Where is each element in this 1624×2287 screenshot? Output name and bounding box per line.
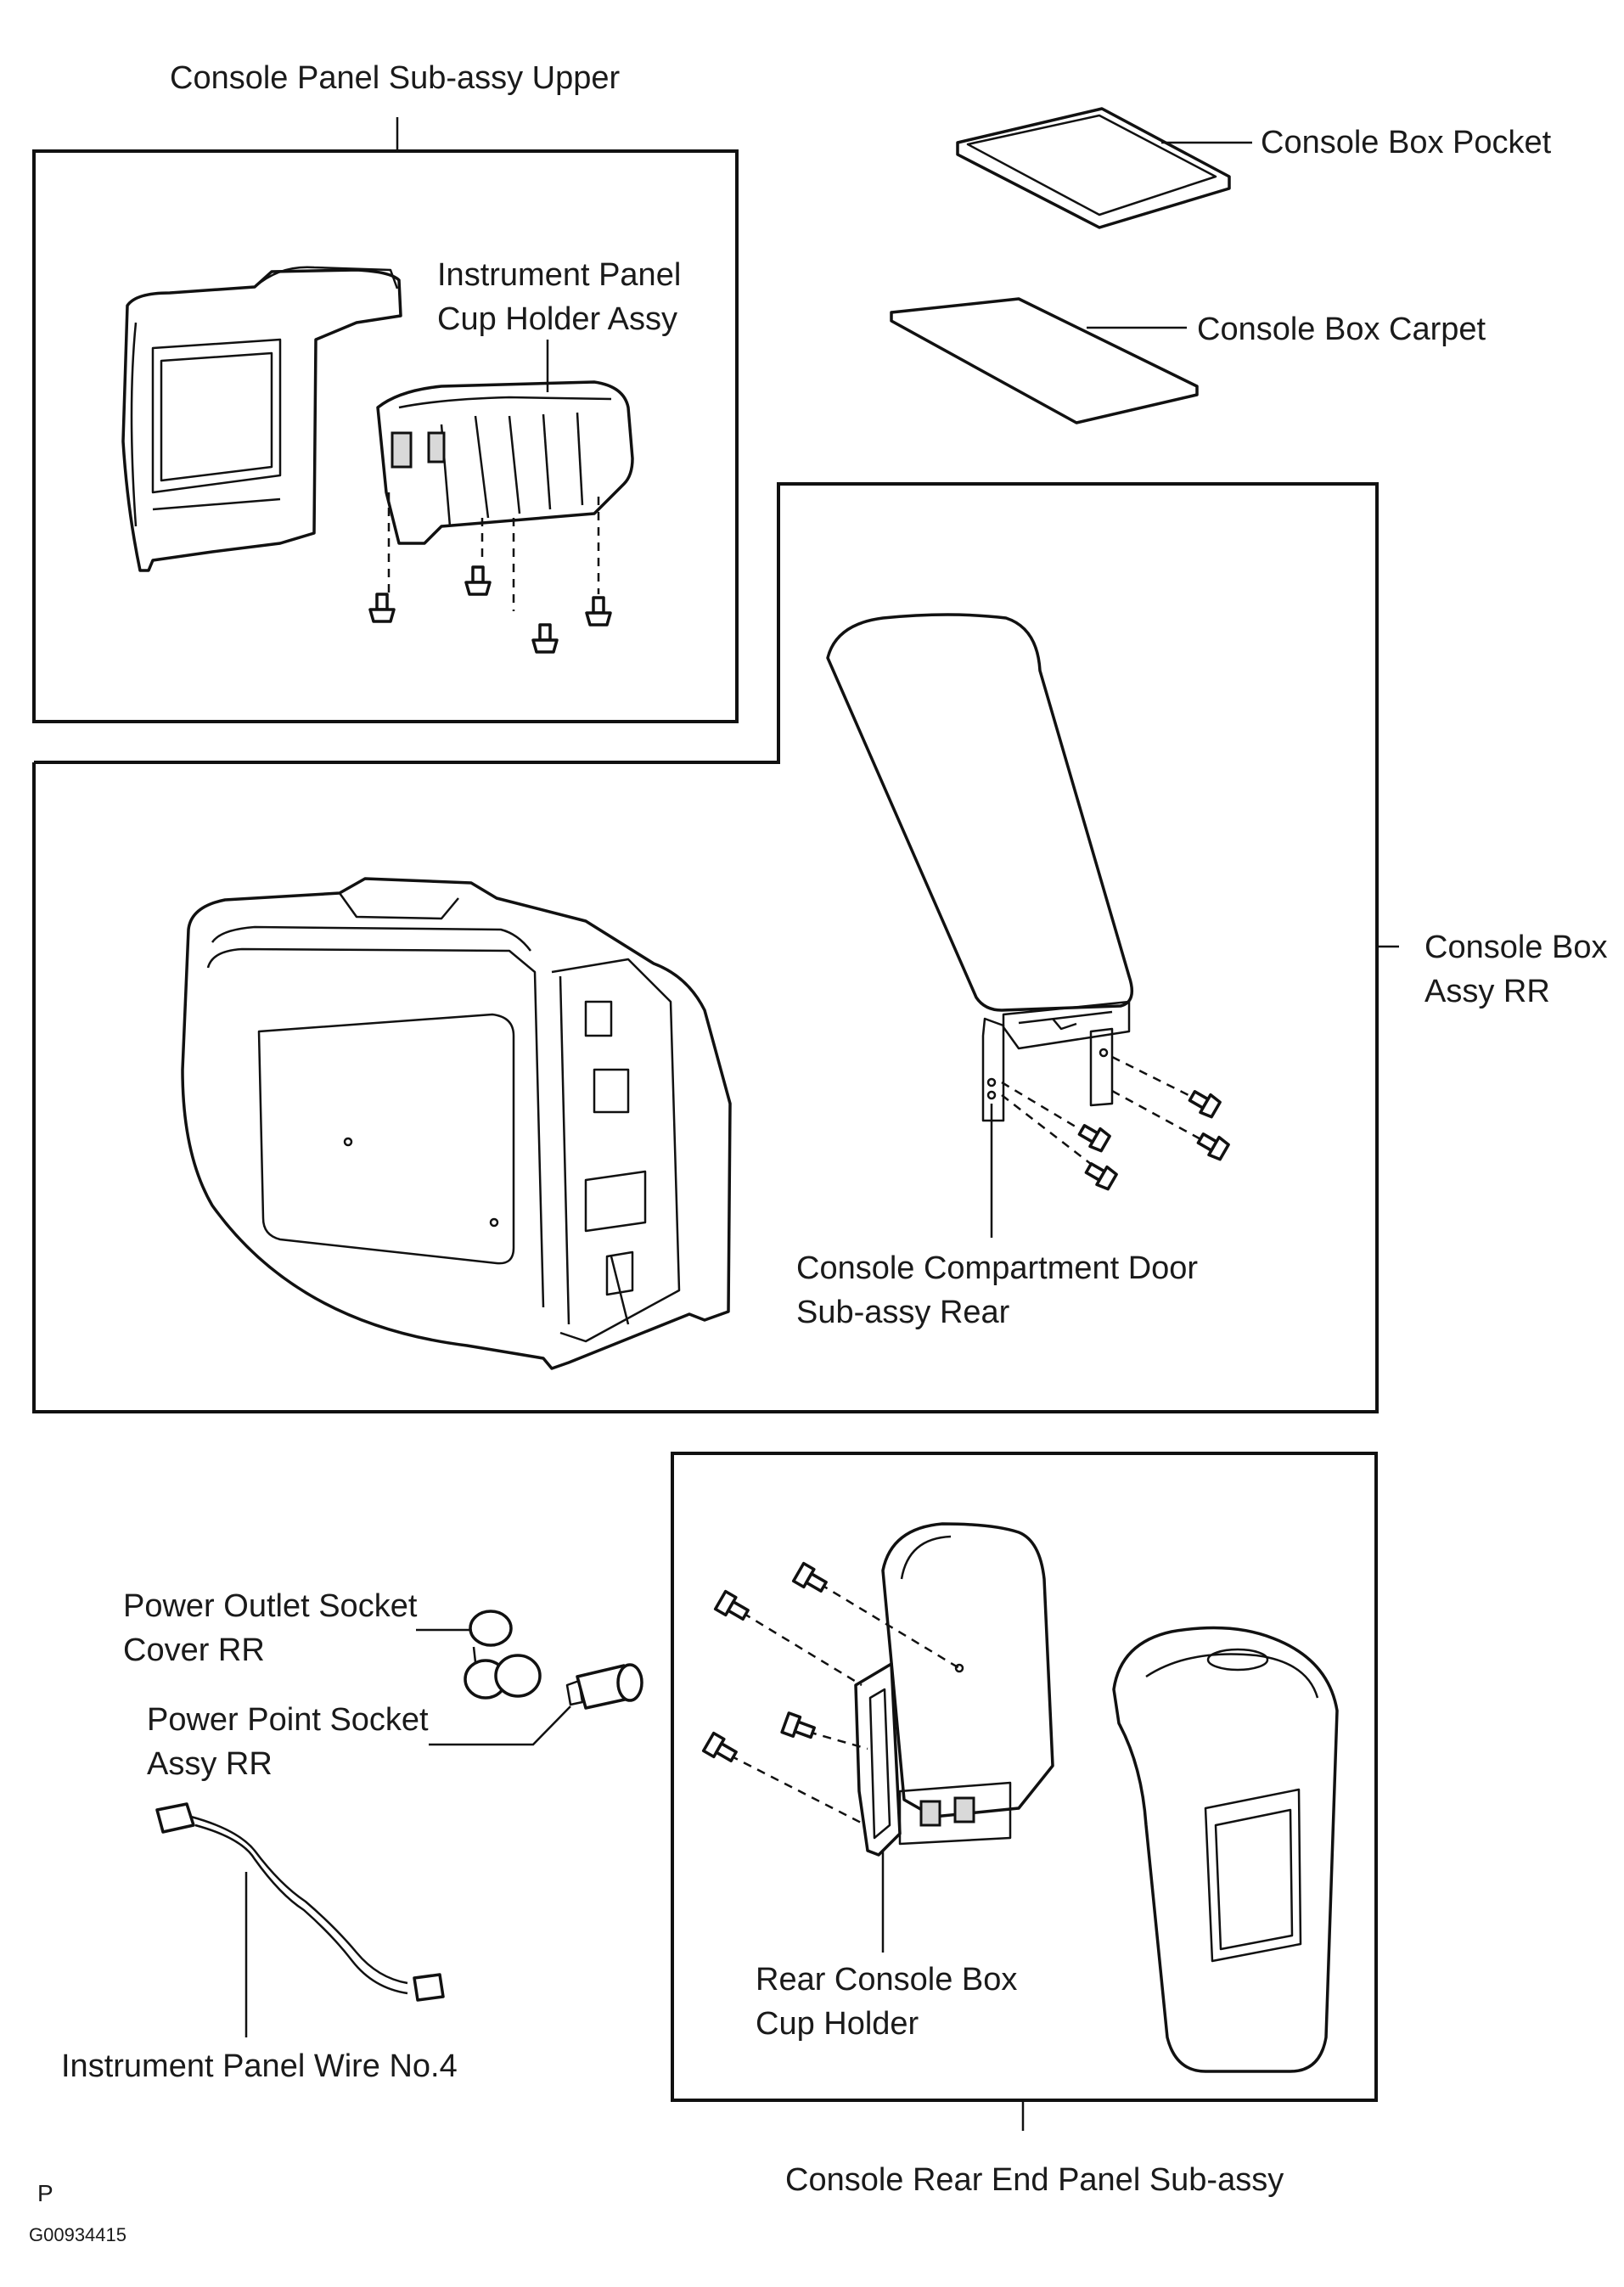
label-rear-cup-holder-line2: Cup Holder [756, 2006, 919, 2042]
console-panel-upper-part [121, 266, 402, 572]
rear-cup-holder-screws [701, 1561, 964, 1827]
console-box-pocket-part [956, 107, 1231, 229]
frame-console-panel-upper [32, 149, 739, 723]
compartment-door-part [826, 613, 1134, 1122]
cup-holder-assy-part [376, 380, 634, 611]
label-power-point-socket-line2: Assy RR [147, 1746, 273, 1782]
rear-cup-holder-part [854, 1522, 1054, 1857]
label-console-rear-end-panel: Console Rear End Panel Sub-assy [785, 2162, 1284, 2198]
label-compartment-door-line2: Sub-assy Rear [796, 1295, 1010, 1330]
label-console-box-pocket: Console Box Pocket [1261, 125, 1552, 160]
frame-console-rear-end-panel [671, 1452, 1378, 2102]
label-cup-holder-assy-line1: Instrument Panel [437, 257, 682, 293]
leader-power-point-socket [429, 1705, 571, 1746]
console-rear-end-panel-part [1112, 1626, 1339, 2073]
footer-p-mark: P [37, 2180, 53, 2206]
label-console-box-assy-line1: Console Box [1425, 930, 1608, 965]
label-console-box-carpet: Console Box Carpet [1197, 312, 1486, 347]
label-power-outlet-cover-line2: Cover RR [123, 1632, 265, 1668]
label-cup-holder-assy-line2: Cup Holder Assy [437, 301, 678, 337]
instrument-panel-wire-part [155, 1802, 445, 2002]
label-power-point-socket-line1: Power Point Socket [147, 1702, 429, 1738]
label-rear-cup-holder-line1: Rear Console Box [756, 1962, 1018, 1998]
label-compartment-door-line1: Console Compartment Door [796, 1250, 1199, 1286]
power-point-socket-part [565, 1663, 643, 1710]
console-box-body-part [181, 877, 732, 1370]
power-outlet-cover-part [464, 1610, 542, 1700]
frame-console-box-assy [32, 482, 1379, 1413]
label-console-box-assy-line2: Assy RR [1425, 974, 1550, 1009]
label-instrument-panel-wire: Instrument Panel Wire No.4 [61, 2048, 458, 2084]
label-power-outlet-cover-line1: Power Outlet Socket [123, 1588, 418, 1624]
footer-figure-code: G00934415 [29, 2224, 126, 2245]
door-screws [1001, 1055, 1230, 1191]
console-box-carpet-part [890, 297, 1199, 424]
label-console-panel-upper: Console Panel Sub-assy Upper [170, 60, 621, 96]
upper-screws [368, 565, 612, 654]
